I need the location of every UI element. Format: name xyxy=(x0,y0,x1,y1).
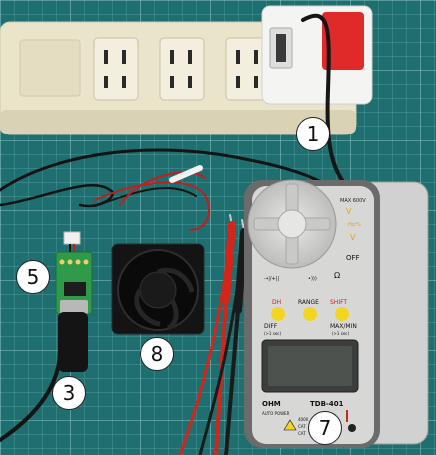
callout-1: 1 xyxy=(296,117,330,151)
continuity-label: •))) xyxy=(308,276,317,282)
maxmin-sub: (>1 sec) xyxy=(332,331,349,336)
warning-icon xyxy=(283,419,297,431)
v-ac-label: V xyxy=(346,207,352,216)
diode-label: →|/+|| xyxy=(264,276,279,282)
test-probes xyxy=(178,214,248,455)
v-dc-label: V xyxy=(350,233,356,242)
diff-label: DIFF xyxy=(264,323,278,330)
diff-sub: (>1 sec) xyxy=(264,331,281,336)
shift-button[interactable] xyxy=(335,307,349,321)
dh-button[interactable] xyxy=(271,307,285,321)
usb-power-adapter xyxy=(261,5,373,105)
cat-label-2: CAT xyxy=(298,431,306,436)
shift-label: SHIFT xyxy=(330,299,347,306)
callout-8: 8 xyxy=(140,337,174,371)
range-button[interactable] xyxy=(303,307,317,321)
max-voltage-label: MAX 600V xyxy=(340,198,366,204)
brand-label: OHM xyxy=(262,400,281,408)
ohm-label: Ω xyxy=(334,271,340,280)
callout-5: 5 xyxy=(16,260,50,294)
hz-label: Hz/% xyxy=(348,222,361,228)
multimeter: MAX 600V V Hz/% V OFF Ω →|/+|| •))) DH R… xyxy=(244,179,429,448)
usb-pd-trigger-board xyxy=(55,231,93,372)
callout-3: 3 xyxy=(52,376,86,410)
dh-label: DH xyxy=(272,299,281,306)
model-label: TDB-401 xyxy=(310,400,344,408)
off-label: OFF xyxy=(346,254,360,262)
callout-7: 7 xyxy=(308,411,342,445)
count-label: 4000 xyxy=(298,417,309,422)
cooling-fan xyxy=(111,243,205,335)
com-jack[interactable] xyxy=(348,424,356,432)
range-label: RANGE xyxy=(298,299,319,306)
maxmin-label: MAX/MIN xyxy=(330,323,357,330)
cat-label-1: CAT xyxy=(298,424,306,429)
auto-power-label: AUTO POWER xyxy=(262,411,290,416)
